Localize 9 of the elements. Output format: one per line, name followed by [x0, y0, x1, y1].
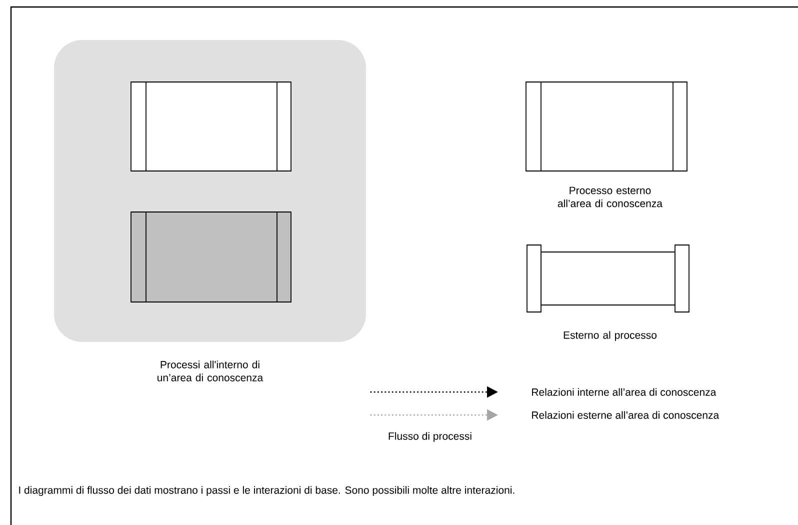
section-label: Flusso di processi	[388, 432, 472, 442]
node-caption: Esterno al processo	[564, 331, 657, 341]
legend-text: Relazioni esterne all’area di conoscenza	[532, 411, 720, 419]
footnote: I diagrammi di flusso dei dati mostrano i passi e le interazioni di base. Sono possibili molte altre interazioni.	[19, 486, 514, 496]
process-box	[130, 212, 292, 302]
node-caption: Processi all'interno di un’area di conoscenza	[158, 360, 264, 382]
legend-text: Relazioni interne all’area di conoscenza	[532, 388, 716, 396]
process-box	[130, 82, 292, 172]
node-caption: Processo esterno all’area di conoscenza	[558, 186, 662, 208]
